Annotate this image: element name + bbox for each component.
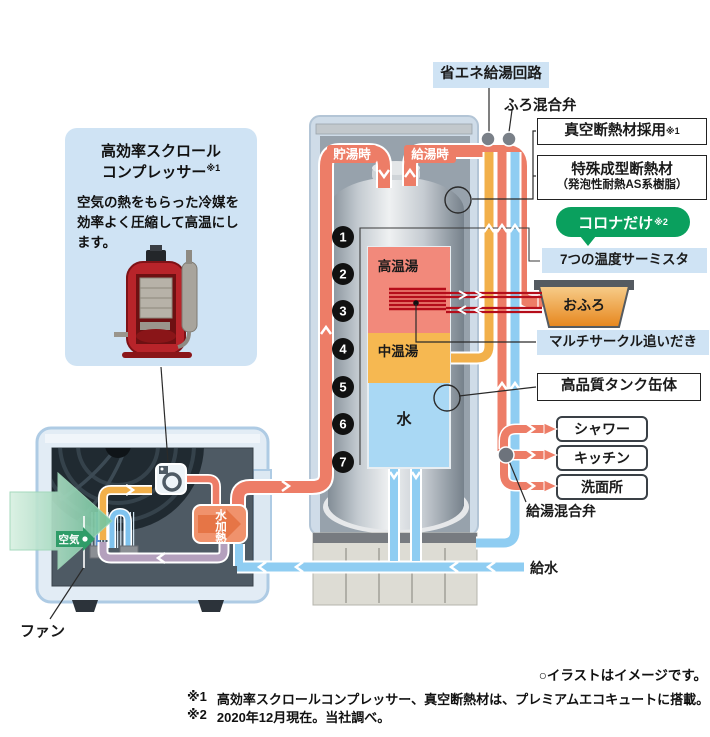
compressor-title-line2: コンプレッサー <box>101 164 207 182</box>
label-shower: シャワー <box>556 416 648 442</box>
label-fan: ファン <box>20 623 66 640</box>
compressor-callout-title: 高効率スクロール コンプレッサー※1 <box>77 142 245 184</box>
corona-badge-text: コロナだけ <box>578 214 654 232</box>
thermistor-5: 5 <box>339 380 346 395</box>
air-flow: 空気 <box>9 471 113 571</box>
pipe-mode-labels: 貯湯時 給湯時 <box>327 145 456 163</box>
label-molded-insulation: 特殊成型断熱材 （発泡性耐熱AS系樹脂） <box>537 155 707 200</box>
heat-exchanger <box>89 507 139 559</box>
badge-tail <box>580 236 596 246</box>
bathtub-icon: おふろ <box>534 280 634 328</box>
thermistor-2: 2 <box>339 267 346 282</box>
compressor-title-line1: 高効率スクロール <box>100 143 221 160</box>
label-hotwater-mixing-valve: 給湯混合弁 <box>526 503 596 519</box>
footnote-1-mark: ※1 <box>187 689 207 704</box>
label-energy-saving-circuit: 省エネ給湯回路 <box>433 62 549 88</box>
zone-high-temp-label: 高温湯 <box>378 258 419 274</box>
water-pipes <box>230 143 559 574</box>
compressor-title-note: ※1 <box>206 163 221 174</box>
thermistor-6: 6 <box>339 417 346 432</box>
tank-zones: 高温湯 中温湯 水 <box>367 246 451 469</box>
label-water-supply: 給水 <box>530 560 558 576</box>
thermistor-numbers: 1 2 3 4 5 6 7 <box>332 226 540 473</box>
compressor-callout: 高効率スクロール コンプレッサー※1 空気の熱をもらった冷媒を効率よく圧縮して高… <box>65 128 257 366</box>
corona-only-badge: コロナだけ※2 <box>556 207 690 246</box>
water-heating-box: 水加熱 <box>192 504 248 544</box>
thermistor-1: 1 <box>339 230 346 245</box>
thermistor-7: 7 <box>339 455 346 470</box>
bath-label: おふろ <box>563 297 605 313</box>
molded-insulation-line1: 特殊成型断熱材 <box>571 161 673 178</box>
energy-circuit-valve-dot <box>501 131 517 147</box>
fan-icon <box>52 448 204 531</box>
bath-mixing-valve-dot <box>480 131 496 147</box>
vacuum-insulation-text: 真空断熱材採用 <box>564 122 666 139</box>
label-multi-circle-reheat: マルチサークル追いだき <box>537 330 709 355</box>
tank-unit <box>309 115 479 606</box>
thermistor-3: 3 <box>339 304 346 319</box>
compressor-icon <box>155 463 187 495</box>
compressor-callout-body: 空気の熱をもらった冷媒を効率よく圧縮して高温にします。 <box>77 194 239 251</box>
label-thermistors: 7つの温度サーミスタ <box>542 248 707 273</box>
supplying-mode-label: 給湯時 <box>411 147 449 162</box>
label-bath-mixing-valve: ふろ混合弁 <box>504 98 577 114</box>
label-vacuum-insulation: 真空断熱材採用※1 <box>537 118 707 145</box>
footnote-2-mark: ※2 <box>187 707 207 722</box>
air-label: 空気 <box>59 533 80 546</box>
water-heating-text: 水加熱 <box>214 508 228 544</box>
footnote-1: ※1 高効率スクロールコンプレッサー、真空断熱材は、プレミアムエコキュートに搭載… <box>187 689 709 708</box>
thermistor-4: 4 <box>339 342 347 357</box>
footnote-illustration: ○イラストはイメージです。 <box>538 668 707 683</box>
label-kitchen: キッチン <box>556 445 648 471</box>
label-washroom: 洗面所 <box>556 474 648 500</box>
corona-badge-note: ※2 <box>654 216 668 227</box>
molded-insulation-line2: （発泡性耐熱AS系樹脂） <box>556 179 688 192</box>
vacuum-insulation-note: ※1 <box>665 126 680 137</box>
air-tag: 空気 <box>56 527 95 551</box>
supply-mixing-valve-dot <box>497 446 515 464</box>
reheat-coil <box>389 287 542 315</box>
heat-pump-unit <box>35 426 272 604</box>
unit-legs <box>72 600 224 612</box>
label-tank-body: 高品質タンク缶体 <box>537 373 701 401</box>
footnote-2-text: 2020年12月現在。当社調べ。 <box>216 710 391 725</box>
zone-water-label: 水 <box>396 410 412 428</box>
storing-mode-label: 貯湯時 <box>333 147 371 162</box>
footnote-1-text: 高効率スクロールコンプレッサー、真空断熱材は、プレミアムエコキュートに搭載。 <box>216 692 710 707</box>
zone-mid-temp-label: 中温湯 <box>378 343 419 359</box>
footnote-2: ※2 2020年12月現在。当社調べ。 <box>187 707 390 726</box>
